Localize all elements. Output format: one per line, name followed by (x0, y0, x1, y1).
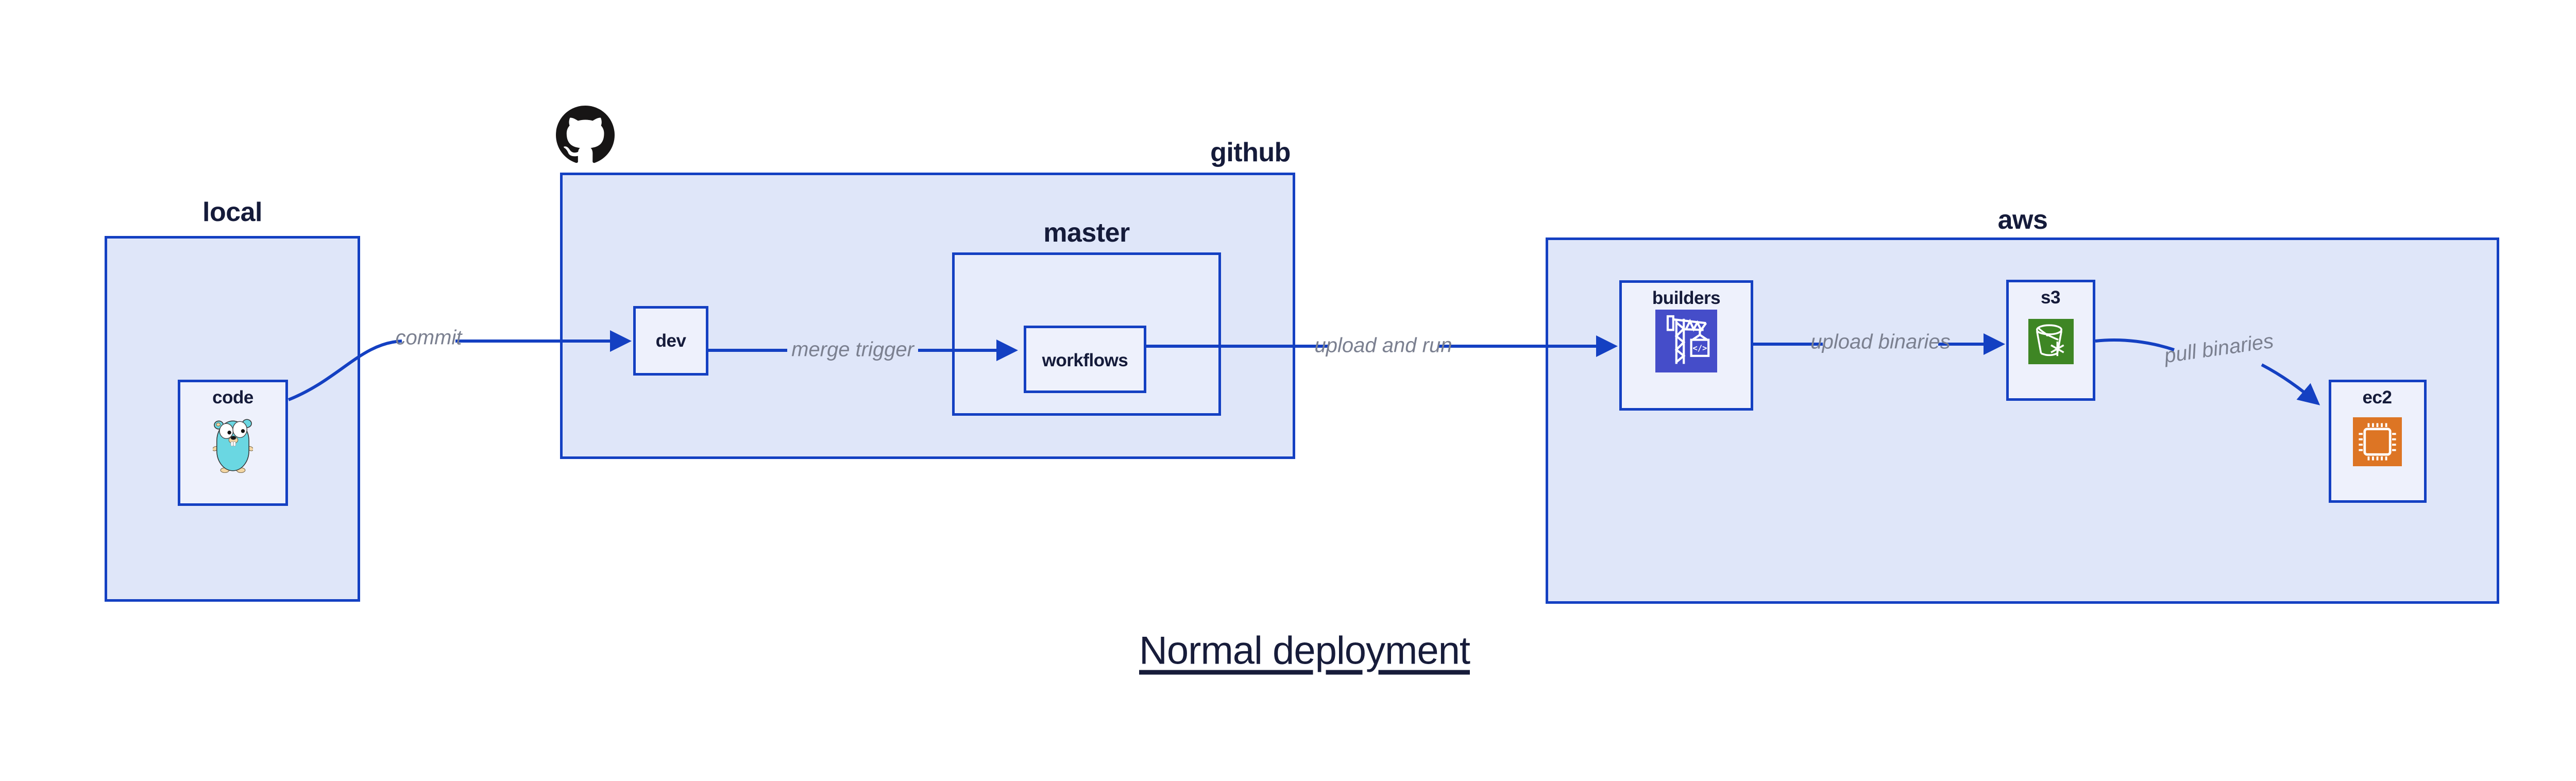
builders-node-label: builders (1652, 288, 1721, 308)
dev-node-box (633, 306, 708, 376)
dev-node-label: dev (655, 331, 686, 351)
github-group-label: github (1210, 138, 1291, 167)
ec2-node-label: ec2 (2362, 387, 2392, 408)
codebuild-code-glyph: </> (1692, 344, 1707, 353)
s3-glacier-bucket-icon (2028, 319, 2074, 364)
upload-and-run-edge-label: upload and run (1314, 334, 1452, 357)
master-branch-label: master (1043, 218, 1130, 248)
github-octocat-icon (556, 103, 615, 167)
local-group-label: local (202, 197, 263, 227)
s3-node-label: s3 (2041, 287, 2060, 308)
codebuild-crane-icon: </> (1655, 310, 1717, 372)
builders-node-box (1619, 280, 1753, 411)
upload-binaries-edge-label: upload binaries (1810, 330, 1951, 353)
diagram-title: Normal deployment (1139, 629, 1470, 673)
workflows-node-box (1024, 326, 1146, 393)
workflows-node-label: workflows (1042, 350, 1128, 370)
aws-group-label: aws (1997, 205, 2048, 235)
code-node-label: code (212, 387, 253, 408)
go-gopher-icon (212, 416, 254, 474)
ec2-chip-icon (2353, 417, 2402, 466)
commit-edge-label: commit (395, 326, 462, 349)
merge-trigger-edge-label: merge trigger (791, 338, 914, 361)
